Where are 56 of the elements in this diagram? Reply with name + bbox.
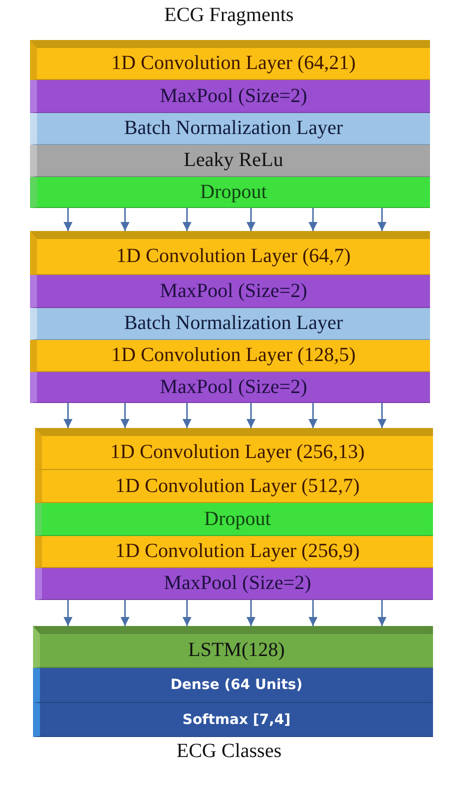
layer-bar bbox=[33, 703, 433, 737]
arrow bbox=[64, 403, 72, 428]
arrow bbox=[120, 208, 130, 231]
layer-label: 1D Convolution Layer (128,5) bbox=[111, 344, 356, 367]
layer-label: 1D Convolution Layer (256,9) bbox=[115, 540, 360, 563]
arrow bbox=[308, 403, 318, 428]
layer-label: Dense (64 Units) bbox=[170, 677, 303, 693]
layer-bar bbox=[30, 80, 430, 113]
arrow bbox=[182, 600, 192, 626]
arrow bbox=[246, 403, 256, 428]
arrow bbox=[120, 600, 130, 626]
layer-label: 1D Convolution Layer (64,21) bbox=[111, 52, 356, 75]
layer-bar bbox=[30, 372, 430, 403]
layer-label: 1D Convolution Layer (64,7) bbox=[116, 245, 351, 268]
arrow bbox=[308, 208, 318, 231]
layer-bar bbox=[35, 428, 433, 470]
layer-label: Batch Normalization Layer bbox=[124, 117, 343, 140]
arrow bbox=[182, 403, 192, 428]
layer-bar bbox=[33, 626, 433, 668]
layer-label: MaxPool (Size=2) bbox=[160, 376, 308, 398]
layer-bar bbox=[35, 536, 433, 568]
layer-label: MaxPool (Size=2) bbox=[160, 84, 308, 108]
layer-bar bbox=[30, 40, 430, 80]
arrow bbox=[182, 208, 192, 231]
layer-bar bbox=[35, 470, 433, 503]
layer-bar bbox=[33, 668, 433, 703]
layer-bar bbox=[35, 568, 433, 600]
arrow bbox=[64, 208, 72, 231]
arrow bbox=[64, 600, 72, 626]
layer-label: Dropout bbox=[204, 508, 271, 530]
layer-label: LSTM(128) bbox=[188, 639, 285, 662]
layer-label: Batch Normalization Layer bbox=[124, 312, 343, 335]
diagram-label: ECG Classes bbox=[176, 740, 282, 763]
layer-label: MaxPool (Size=2) bbox=[164, 572, 312, 595]
arrow bbox=[246, 600, 256, 626]
layer-bar bbox=[30, 308, 430, 340]
diagram-label: ECG Fragments bbox=[163, 4, 295, 27]
layer-bar bbox=[35, 503, 433, 536]
layer-bar bbox=[30, 145, 430, 177]
layer-label: 1D Convolution Layer (256,13) bbox=[110, 441, 365, 464]
arrow bbox=[308, 600, 318, 626]
layer-bar bbox=[30, 177, 430, 208]
arrow bbox=[378, 600, 386, 626]
arrow bbox=[120, 403, 130, 428]
layer-label: Leaky ReLu bbox=[184, 149, 284, 172]
layer-label: Softmax [7,4] bbox=[182, 712, 291, 728]
layer-bar bbox=[30, 113, 430, 145]
layer-label: 1D Convolution Layer (512,7) bbox=[115, 474, 360, 498]
layer-label: Dropout bbox=[200, 180, 267, 204]
layer-bar bbox=[30, 340, 430, 372]
layer-bar bbox=[30, 275, 430, 308]
arrow bbox=[378, 208, 386, 231]
arrow bbox=[246, 208, 256, 231]
layer-bar bbox=[30, 231, 430, 275]
arrow bbox=[378, 403, 386, 428]
layer-label: MaxPool (Size=2) bbox=[160, 280, 308, 302]
